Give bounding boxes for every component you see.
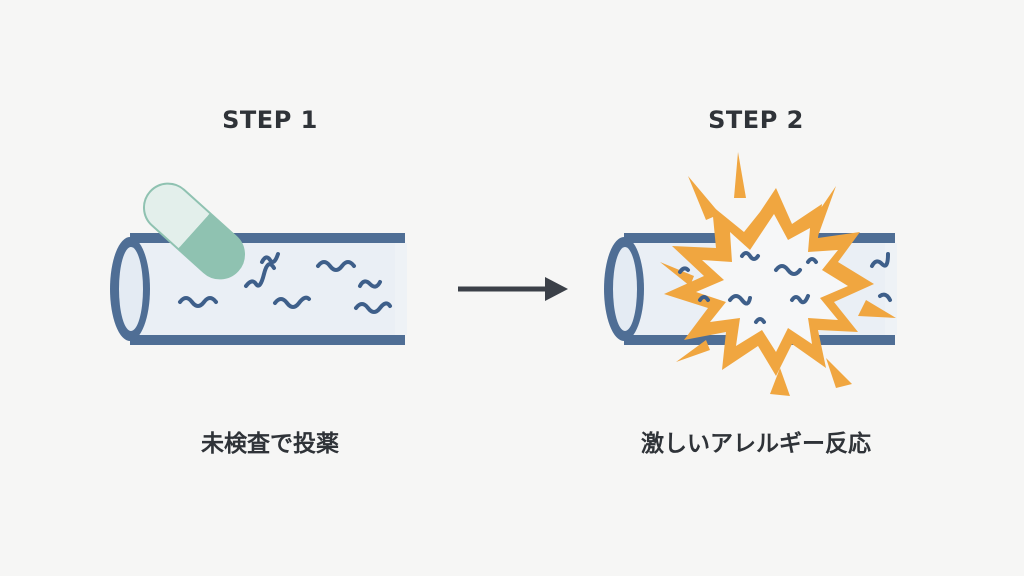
step-1-caption: 未検査で投薬 [201, 431, 339, 457]
step-2-particles [678, 251, 892, 324]
capsule-icon [142, 182, 246, 280]
step-1-particles [178, 252, 392, 314]
step-2-caption: 激しいアレルギー反応 [641, 431, 871, 457]
step-1-title: STEP 1 [222, 106, 318, 134]
arrow-right-icon [458, 277, 568, 301]
step-2-title: STEP 2 [708, 106, 804, 134]
step-1-vessel [110, 233, 407, 345]
explosion-burst-icon [660, 152, 896, 396]
